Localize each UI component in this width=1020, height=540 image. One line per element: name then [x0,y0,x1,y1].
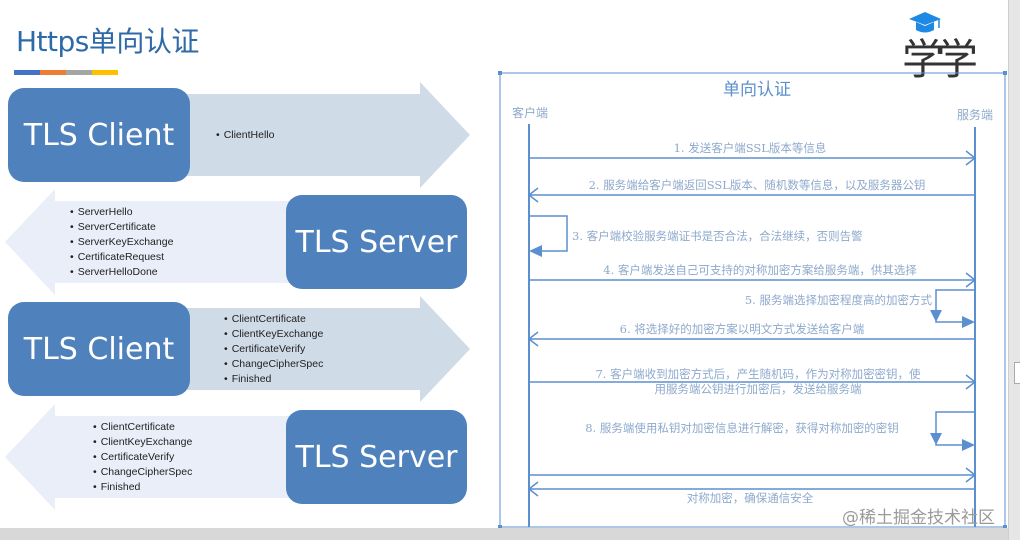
self-loop-arrowhead [930,310,942,322]
underline-segment-orange [40,70,66,75]
server-label: 服务端 [957,107,993,122]
self-loop-client [529,215,568,252]
message-item: ClientCertificate [93,420,192,435]
bottom-scrollbar[interactable] [0,528,1020,540]
frame-handle [498,71,502,75]
underline-segment-gray [66,70,92,75]
message-list: ClientHello [216,128,275,143]
message-item: ClientKeyExchange [93,435,193,450]
tls-handshake-flow: TLS ClientClientHelloTLS ServerServerHel… [0,80,490,520]
arrowhead-right [965,150,977,166]
tls-server-box: TLS Server [286,410,467,504]
message-label: 5. 服务端选择加密程度高的加密方式 [745,293,933,307]
message-item: CertificateVerify [224,342,323,357]
underline-segment-blue [14,70,40,75]
graduation-cap-icon [909,12,941,33]
underline-segment-yellow [92,70,118,75]
sequence-frame [499,72,1006,528]
sequence-title: 单向认证 [723,80,791,100]
tls-client-box: TLS Client [8,302,190,396]
message-label: 1. 发送客户端SSL版本等信息 [674,141,827,155]
self-loop-arrowhead [962,316,975,328]
message-item: ServerCertificate [70,220,173,235]
message-label: 7. 客户端收到加密方式后，产生随机码，作为对称加密密钥，使 [595,367,921,381]
self-loop-arrowhead [529,245,542,257]
tls-client-box: TLS Client [8,88,190,182]
message-item: ClientKeyExchange [224,327,324,342]
client-label: 客户端 [512,105,548,120]
self-loop-arrowhead [930,433,942,445]
logo-text: 学学 [902,35,978,84]
watermark: @稀土掘金技术社区 [842,508,995,528]
message-label: 用服务端公钥进行加密后，发送给服务端 [655,382,862,396]
title-underline [14,70,118,75]
message-item: Finished [224,372,323,387]
arrowhead-left [527,187,539,203]
arrow-right [185,82,470,188]
right-scrollbar[interactable] [1008,0,1020,540]
arrowhead-right [965,272,977,288]
message-list: ClientCertificateClientKeyExchangeCertif… [224,312,324,387]
frame-handle [1003,71,1007,75]
logo: 学学 [900,10,990,84]
arrowhead-left [527,331,539,347]
tls-server-box: TLS Server [286,195,467,289]
self-loop-arrowhead [962,439,975,451]
message-list: ClientCertificateClientKeyExchangeCertif… [93,420,193,495]
message-item: Finished [93,480,192,495]
message-list: ServerHelloServerCertificateServerKeyExc… [70,205,174,280]
message-item: ChangeCipherSpec [224,357,324,372]
arrowhead-left [527,481,539,497]
arrowhead-right [965,467,977,483]
scrollbar-handle[interactable] [1014,362,1020,384]
self-loop-server [935,411,975,446]
message-item: ChangeCipherSpec [93,465,193,480]
message-label: 8. 服务端使用私钥对加密信息进行解密，获得对称加密的密钥 [585,421,899,435]
slide-title: Https单向认证 [16,25,199,58]
message-item: ServerHello [70,205,173,220]
message-item: CertificateRequest [70,250,173,265]
message-label: 4. 客户端发送自己可支持的对称加密方案给服务端，供其选择 [603,263,917,277]
self-loop-server [935,289,975,323]
message-label: 对称加密，确保通信安全 [687,491,814,505]
message-item: ServerKeyExchange [70,235,174,250]
message-item: ClientHello [216,128,275,143]
message-label: 6. 将选择好的加密方案以明文方式发送给客户端 [620,322,865,336]
message-item: CertificateVerify [93,450,192,465]
message-item: ClientCertificate [224,312,323,327]
message-item: ServerHelloDone [70,265,173,280]
message-label: 2. 服务端给客户端返回SSL版本、随机数等信息，以及服务器公钥 [589,178,926,192]
arrowhead-right [965,374,977,390]
message-label: 3. 客户端校验服务端证书是否合法，合法继续，否则告警 [572,229,863,243]
